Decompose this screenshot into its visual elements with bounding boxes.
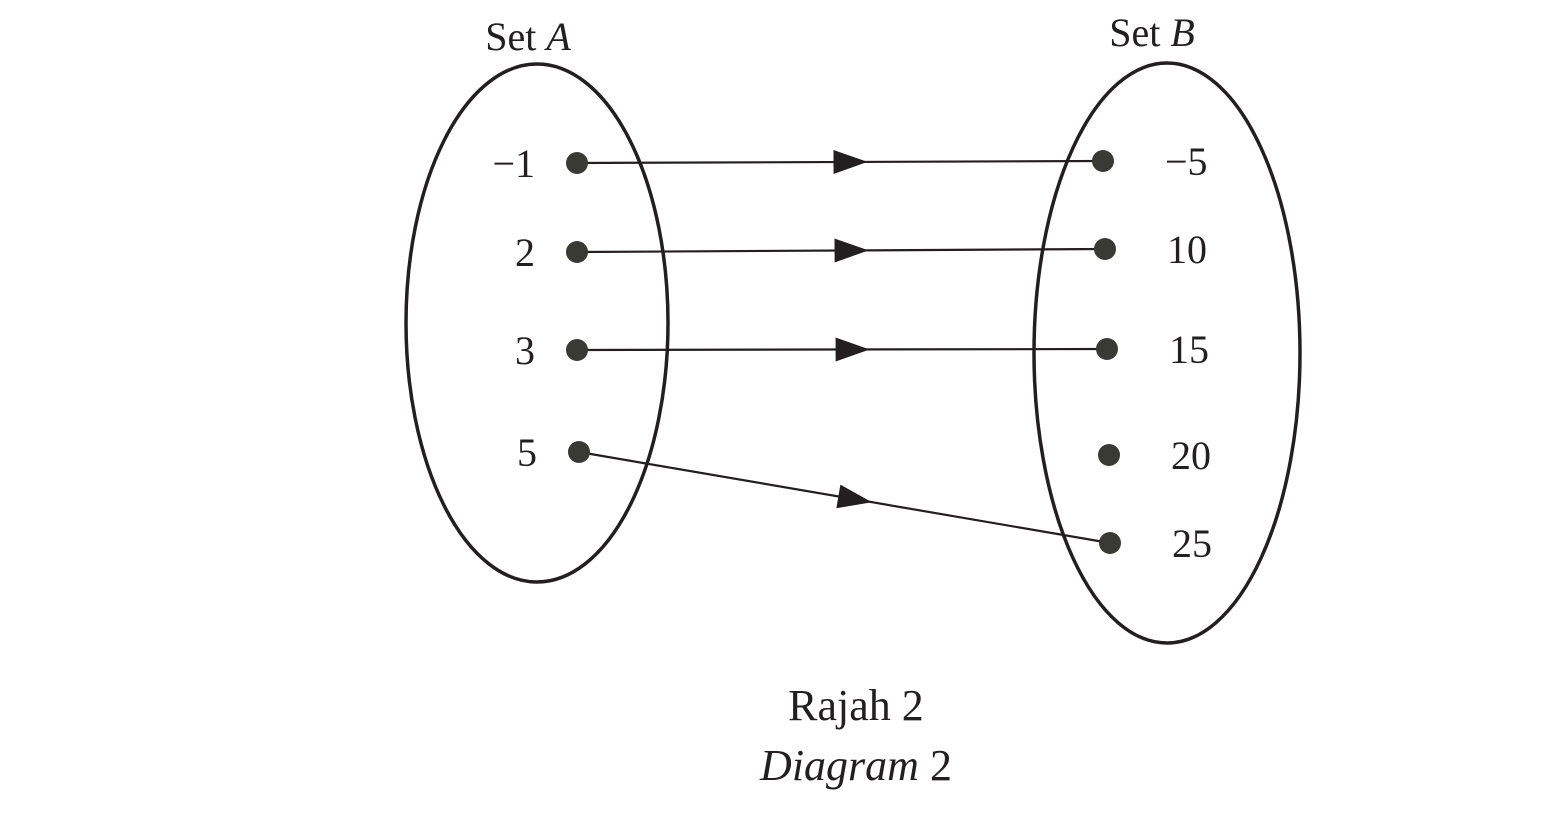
set-b-dot [1099,532,1121,554]
caption-english-number: 2 [918,741,952,790]
arrowhead-icon [836,484,872,509]
set-a-dot [566,241,588,263]
set-b-element: 25 [1172,521,1212,566]
arrowhead-icon [835,337,870,362]
mapping-arrow [576,238,1106,263]
mapping-arrow [576,337,1108,362]
set-a-element: 5 [517,430,537,475]
set-b-title: Set B [1109,10,1195,55]
set-b-dot [1092,150,1114,172]
set-a-dot [566,339,588,361]
set-a-ellipse [404,62,670,584]
set-a-element: 2 [515,230,535,275]
arrowhead-icon [833,150,868,175]
set-a-dot [568,441,590,463]
mapping-arrow [578,450,1111,545]
mapping-arrow [576,150,1104,175]
arrowhead-icon [834,238,869,263]
caption-english-word: Diagram [760,741,919,790]
set-a-title: Set A [485,14,571,59]
set-a-dot [566,152,588,174]
set-b-dot [1094,238,1116,260]
set-b-dot [1098,444,1120,466]
set-a-element: 3 [515,328,535,373]
set-b-ellipse [1032,61,1302,645]
caption-english: Diagram 2 [0,740,1566,791]
set-a-element: −1 [492,141,535,186]
set-b-element: 10 [1167,227,1207,272]
set-b-element: −5 [1165,139,1208,184]
set-b-element: 20 [1171,433,1211,478]
caption-malay: Rajah 2 [788,681,924,730]
set-b-dot [1096,338,1118,360]
set-b-element: 15 [1169,327,1209,372]
